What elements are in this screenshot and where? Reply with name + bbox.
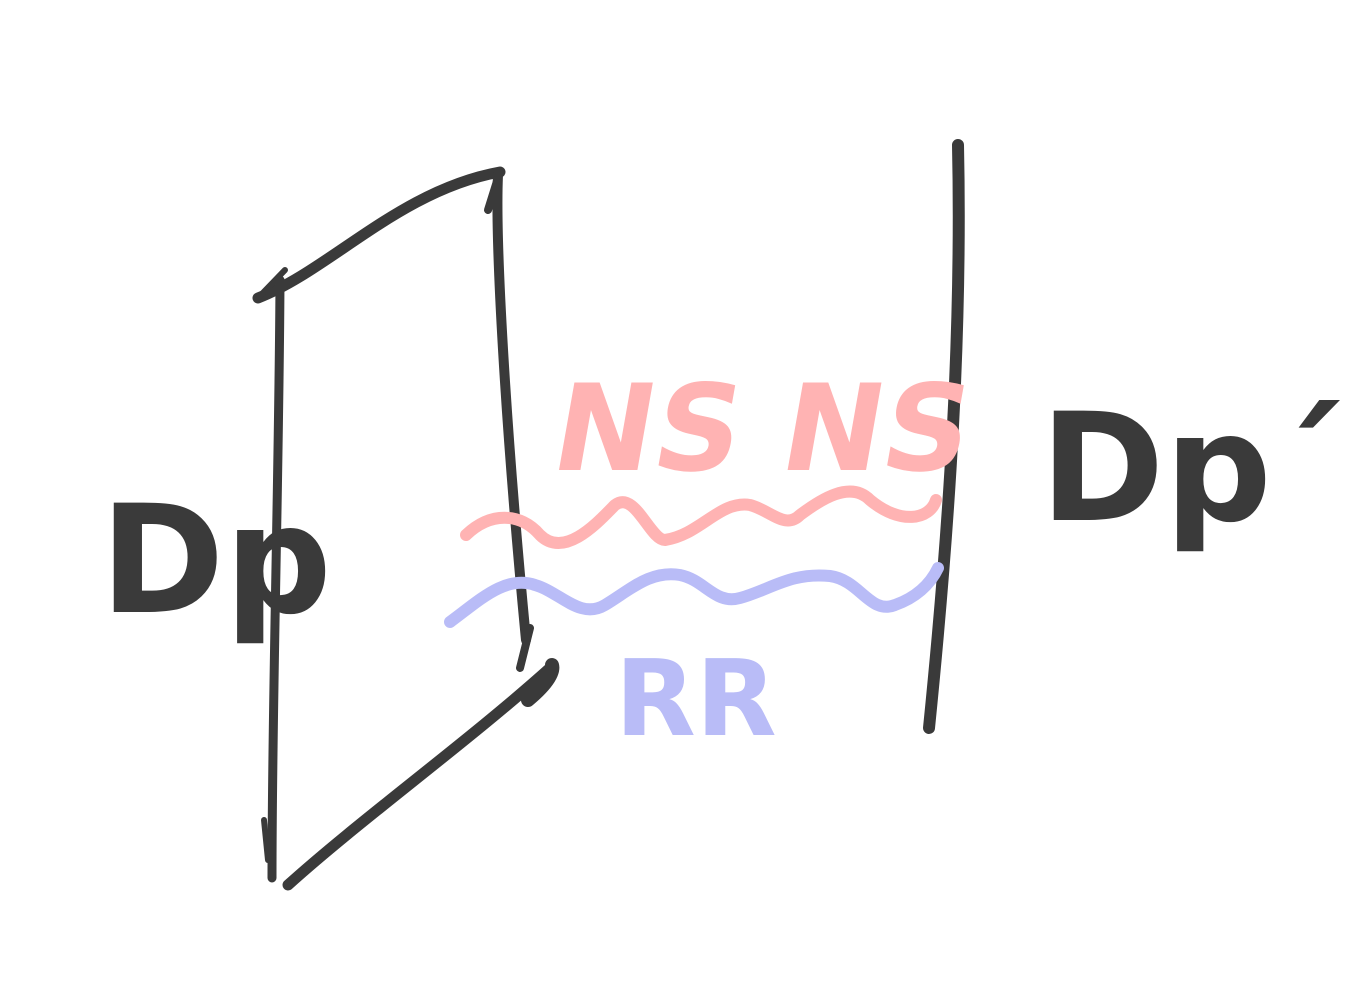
plane-right-bottom-tick xyxy=(516,624,534,672)
plane-left-edge xyxy=(267,275,285,883)
plane-top-corner-tick xyxy=(255,267,288,301)
dp-brane-plane xyxy=(252,166,560,891)
ns-ns-string xyxy=(460,485,942,549)
dp-prime-label: Dp´ xyxy=(1040,382,1347,556)
ns-ns-label: NS NS xyxy=(543,359,983,499)
plane-left-bottom-tick xyxy=(261,817,271,863)
dp-prime-brane-line xyxy=(923,139,965,734)
rr-label: RR xyxy=(615,638,777,760)
plane-bottom-edge xyxy=(282,662,556,891)
dp-label: Dp xyxy=(100,474,332,648)
rr-string xyxy=(444,562,944,628)
plane-bottom-corner-mark xyxy=(521,658,560,707)
plane-right-edge xyxy=(492,170,531,645)
plane-right-top-tick xyxy=(484,174,502,214)
plane-top-edge xyxy=(252,166,506,304)
